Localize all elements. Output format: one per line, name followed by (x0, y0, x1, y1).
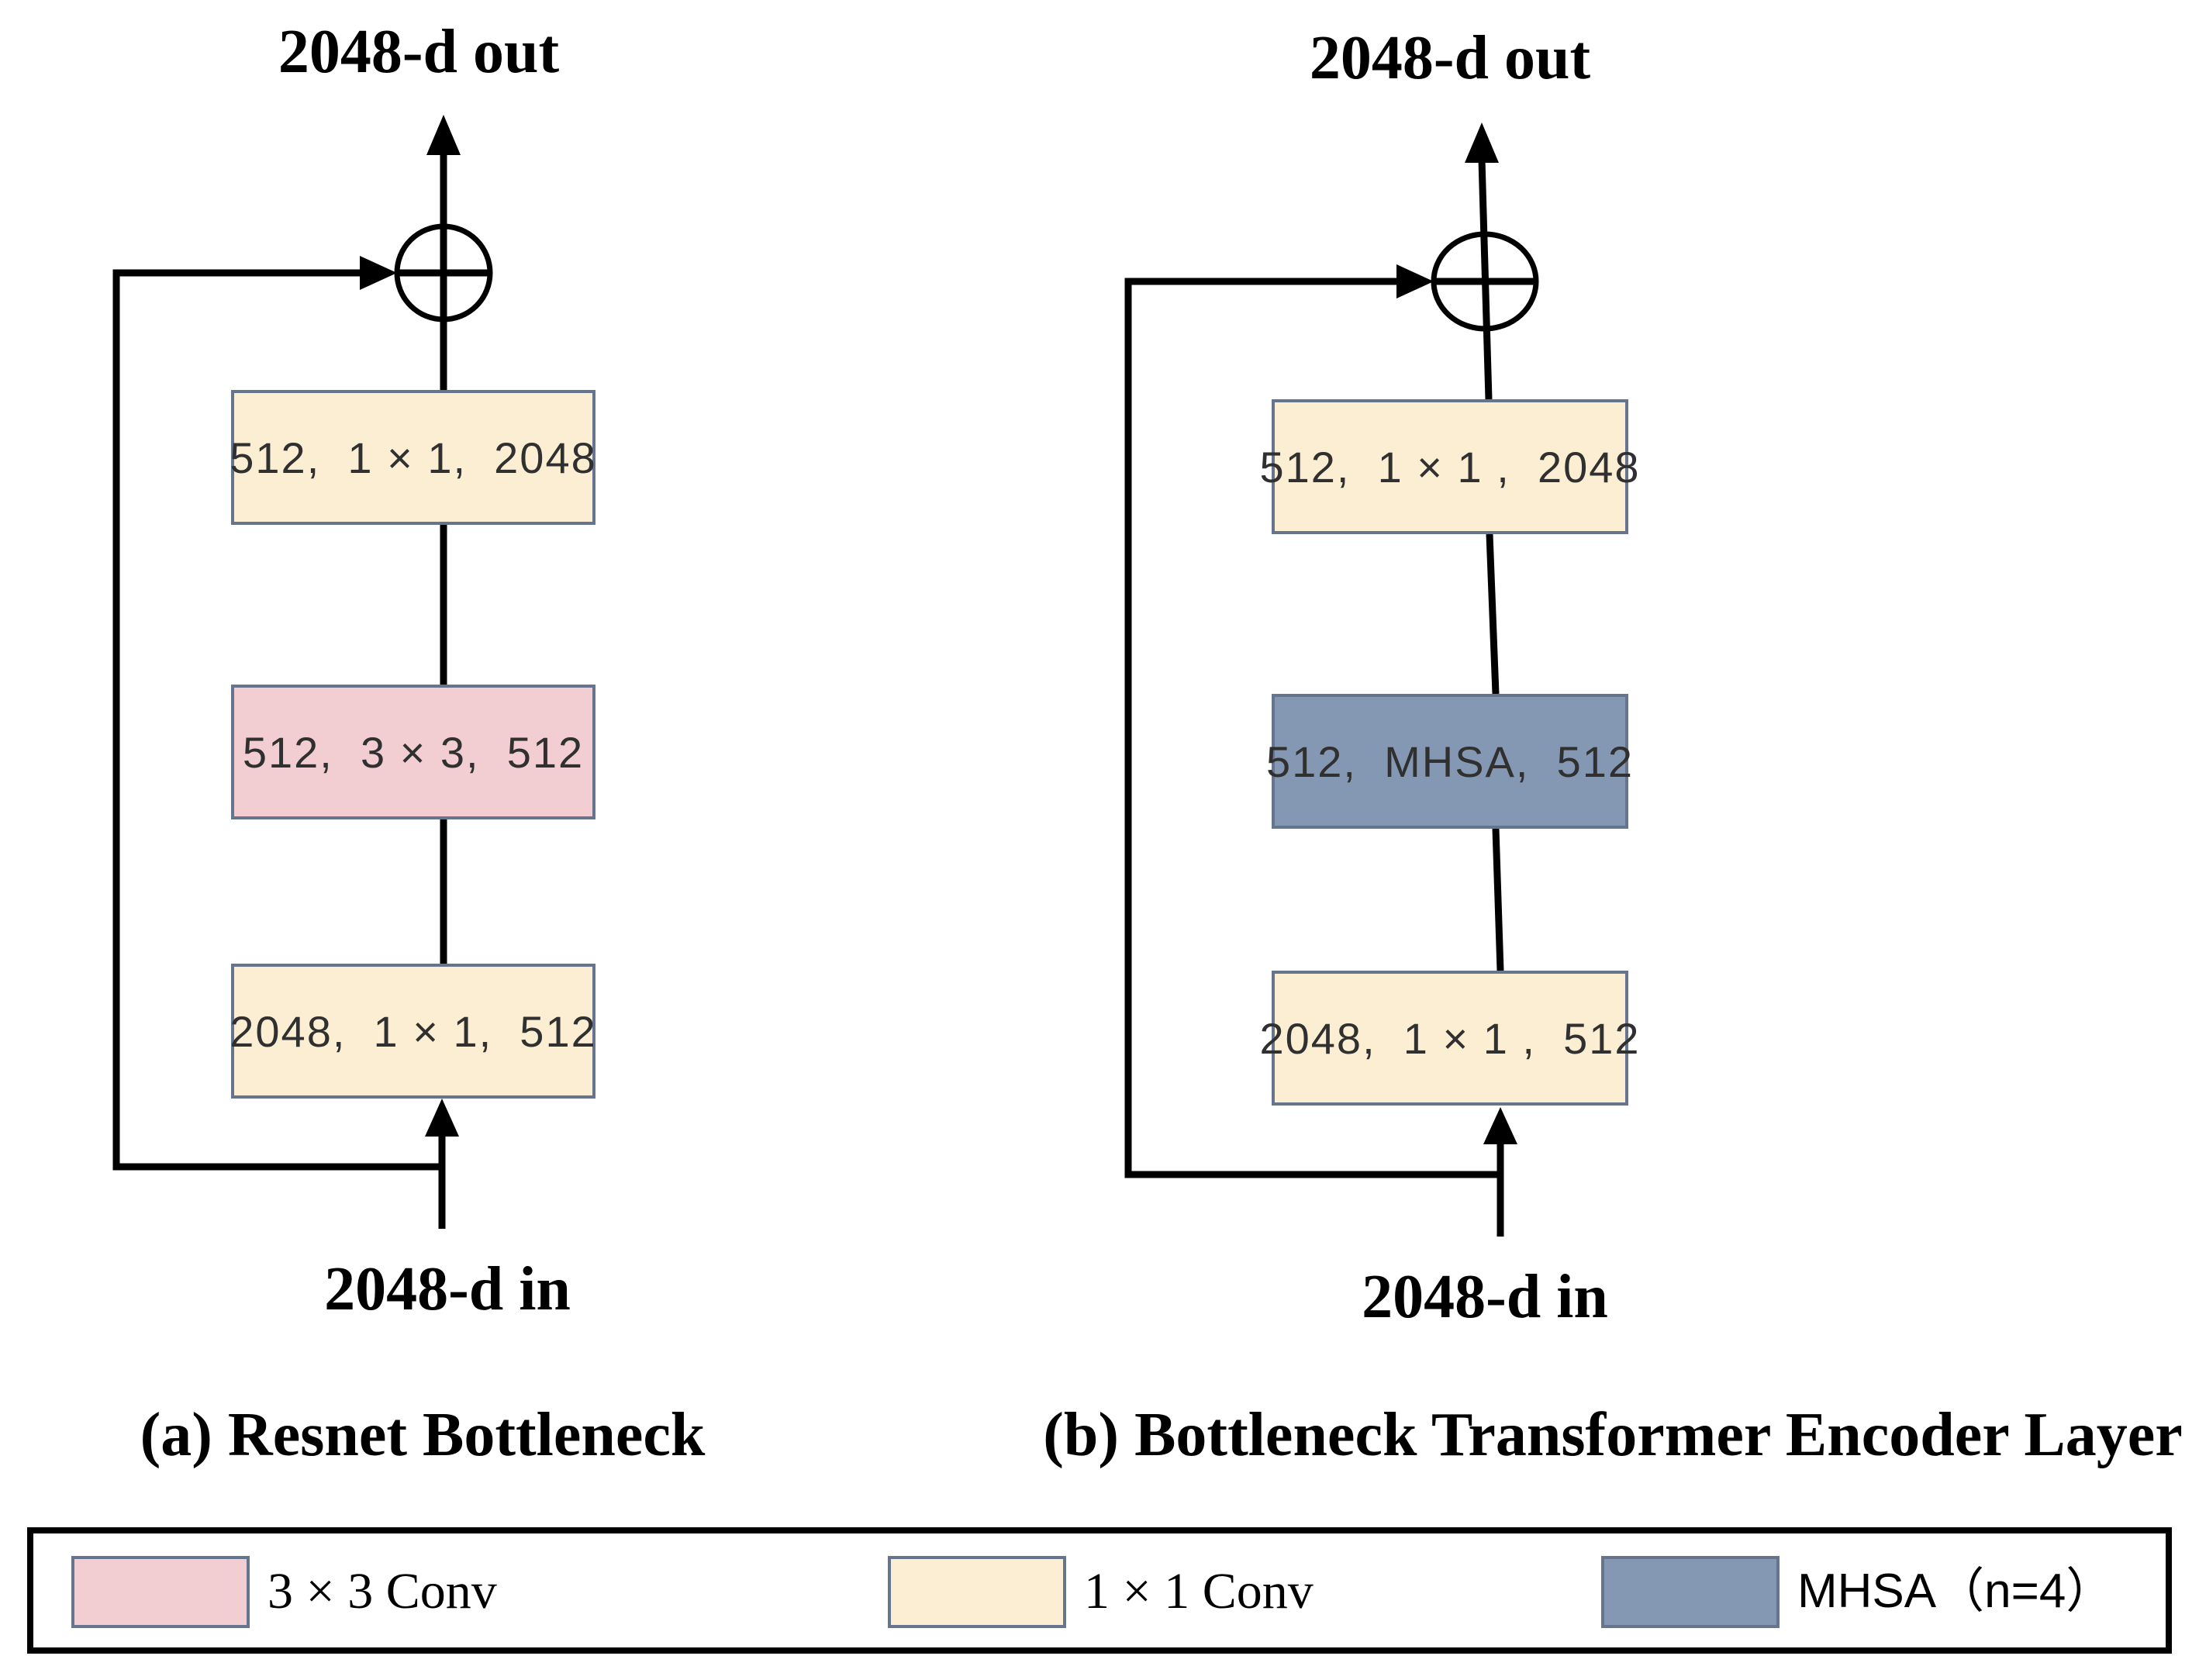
skip-connection-line-a (112, 269, 440, 1171)
legend (27, 1527, 2172, 1654)
conv-box-label: 2048, 1 × 1 , 512 (1259, 1013, 1641, 1063)
arrow-up-icon (426, 115, 461, 155)
mhsa-box-label: 512, MHSA, 512 (1266, 737, 1635, 786)
conv-box-label: 512, 1 × 1 , 2048 (1259, 442, 1641, 492)
connector-b-2 (1492, 828, 1504, 971)
input-arrowhead-a (425, 1099, 459, 1137)
conv-1x1-box: 2048, 1 × 1, 512 (230, 964, 597, 1099)
conv-box-label: 2048, 1 × 1, 512 (230, 1006, 597, 1056)
skip-arrowhead-b (1396, 264, 1434, 298)
skip-connection-line-b (1124, 278, 1497, 1178)
output-label-a: 2048-d out (278, 18, 560, 86)
legend-swatch-3x3-conv (71, 1556, 250, 1628)
input-label-a: 2048-d in (324, 1255, 571, 1323)
legend-label-3x3-conv: 3 × 3 Conv (268, 1563, 497, 1620)
conv-box-label: 512, 1 × 1, 2048 (230, 433, 597, 482)
mhsa-box: 512, MHSA, 512 (1266, 694, 1632, 829)
input-label-b: 2048-d in (1362, 1263, 1608, 1331)
caption-a: (a) Resnet Bottleneck (140, 1401, 706, 1469)
output-label-b: 2048-d out (1309, 24, 1591, 92)
conv-1x1-box: 2048, 1 × 1 , 512 (1259, 971, 1639, 1106)
legend-swatch-1x1-conv (888, 1556, 1066, 1628)
conv-1x1-box: 512, 1 × 1, 2048 (230, 390, 597, 525)
diagram-b-wires (1124, 122, 1539, 1237)
input-arrowhead-b (1483, 1107, 1517, 1144)
conv-box-label: 512, 3 × 3, 512 (242, 727, 585, 777)
connector-b-1 (1486, 533, 1500, 695)
arrow-up-icon (1465, 122, 1499, 163)
legend-label-1x1-conv: 1 × 1 Conv (1084, 1563, 1314, 1620)
conv-3x3-box: 512, 3 × 3, 512 (231, 685, 595, 819)
diagram-a-wires (112, 115, 493, 1229)
skip-arrowhead-a (360, 256, 397, 290)
legend-label-mhsa: MHSA（n=4） (1797, 1564, 2114, 1618)
caption-b: (b) Bottleneck Transformer Encoder Layer (1043, 1401, 2183, 1469)
conv-1x1-box: 512, 1 × 1 , 2048 (1259, 399, 1639, 534)
legend-swatch-mhsa (1601, 1556, 1780, 1628)
